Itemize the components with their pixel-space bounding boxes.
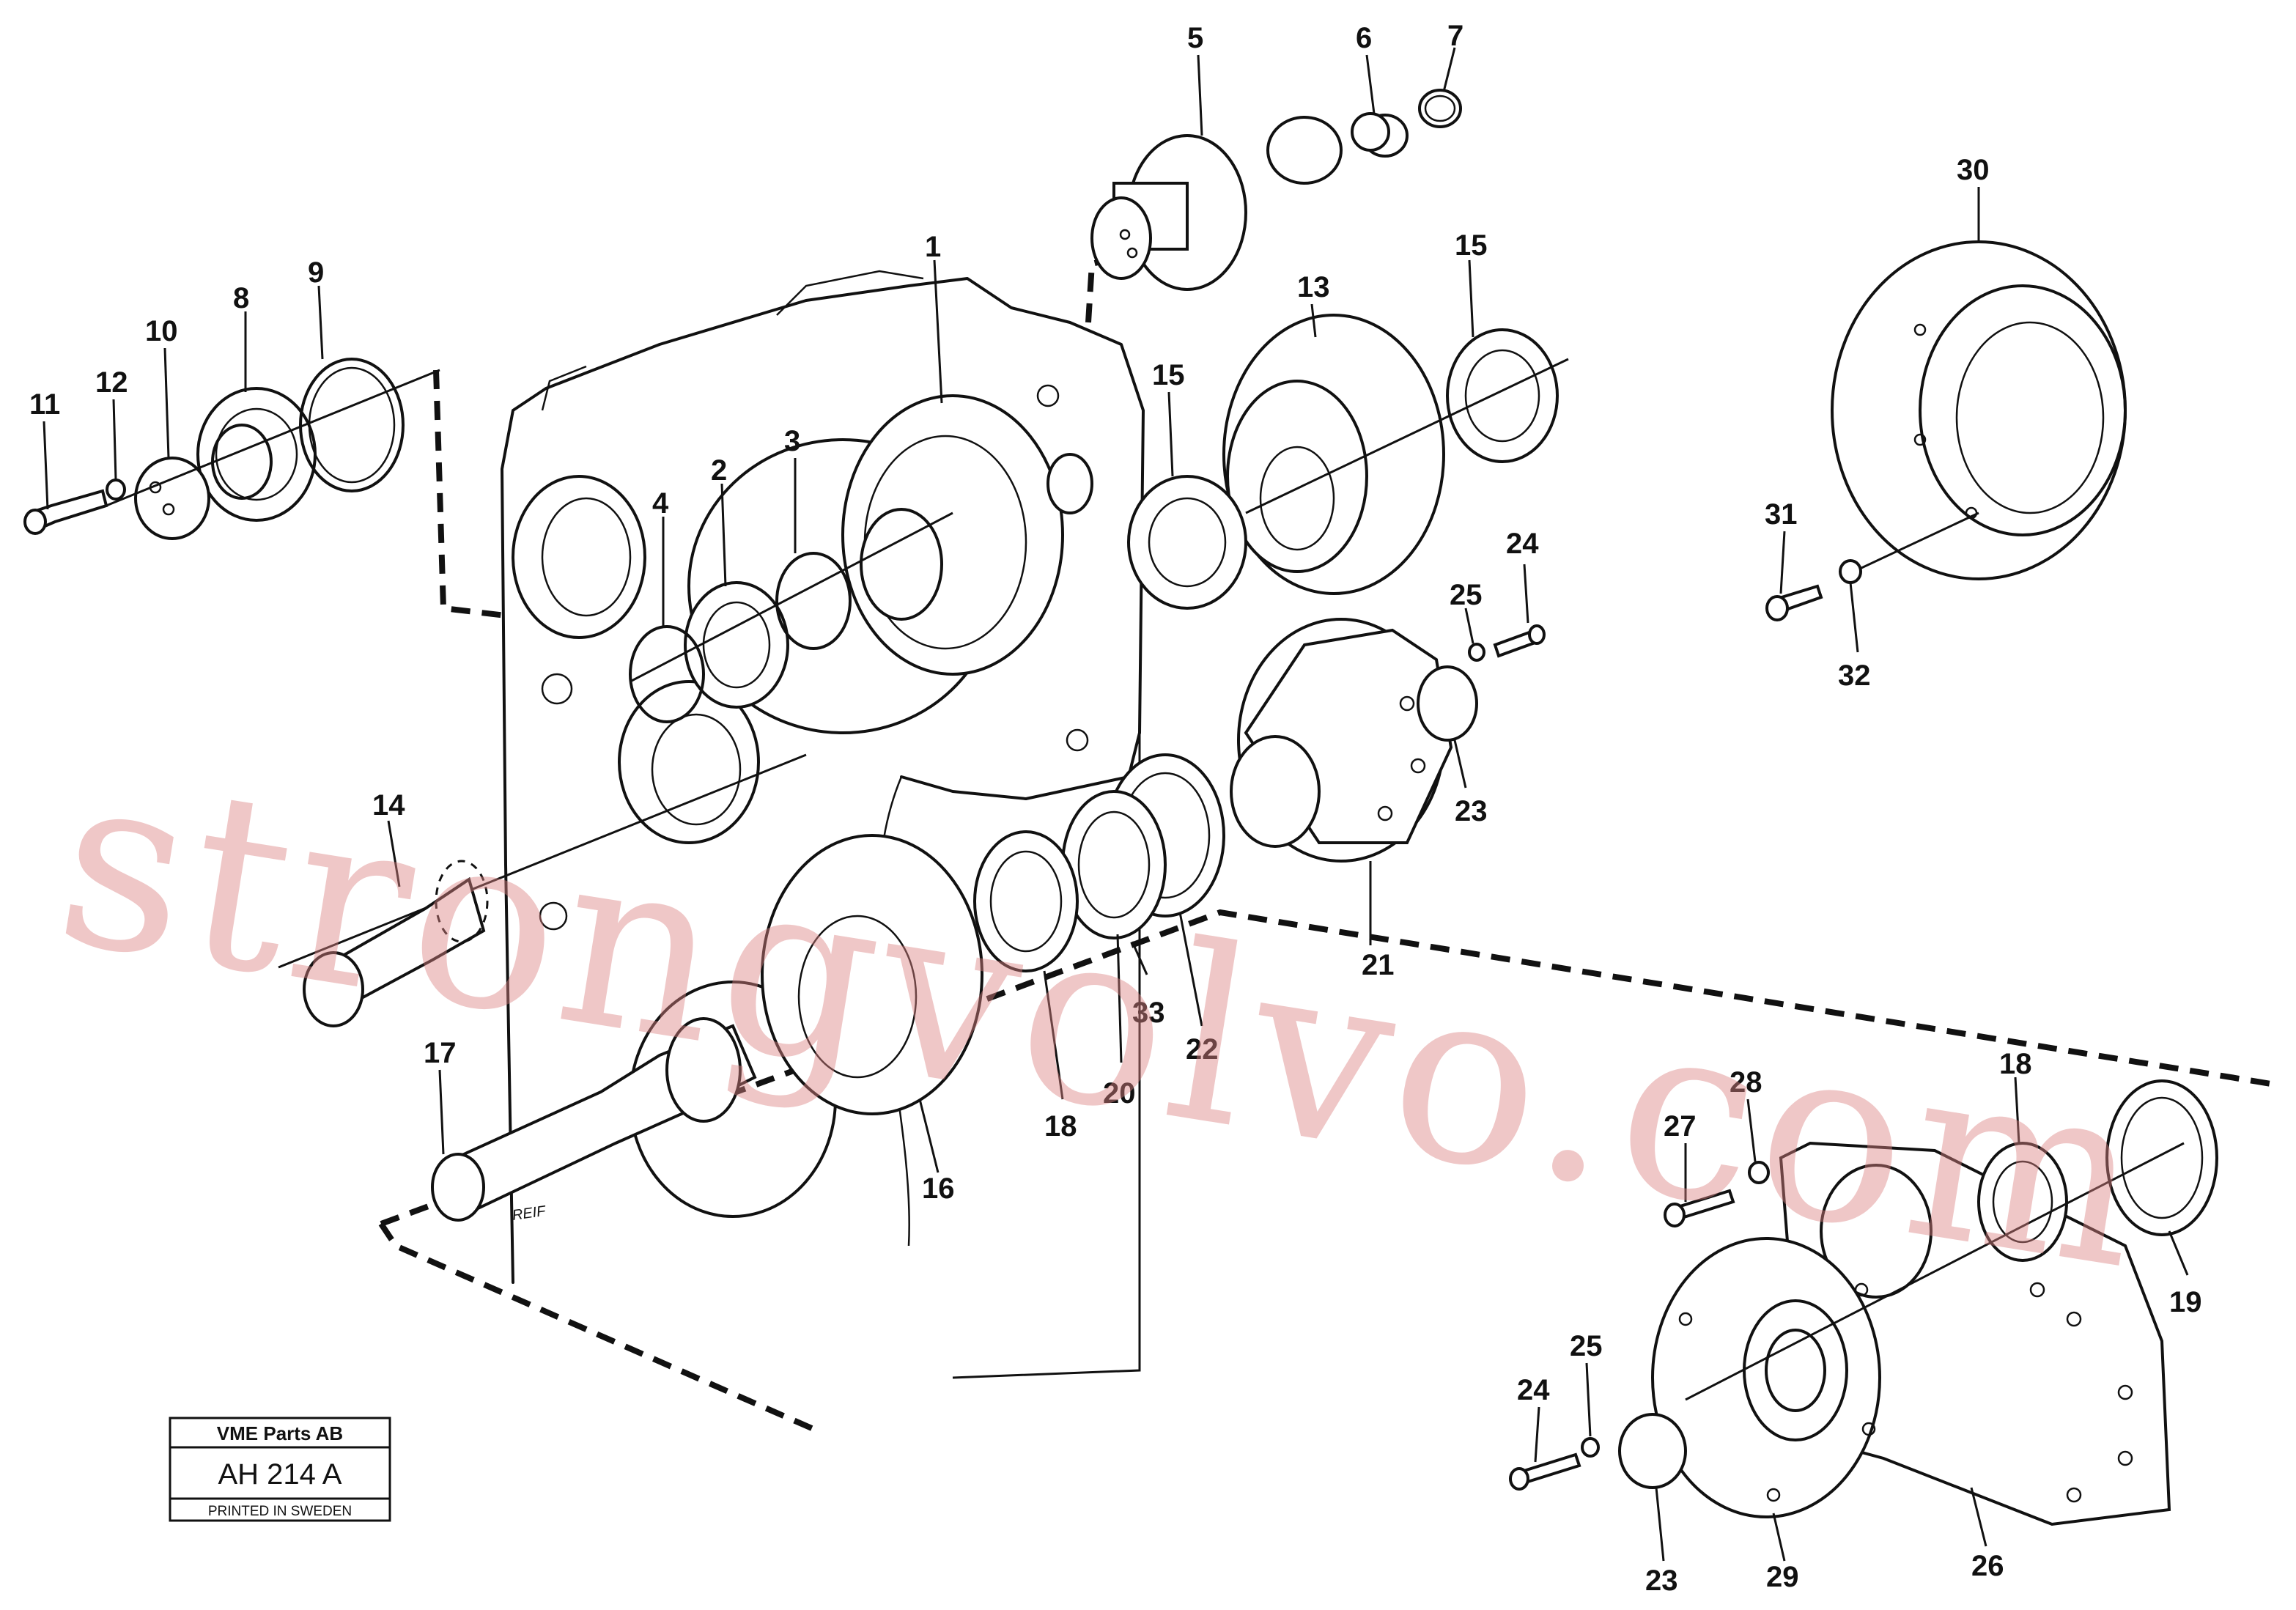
callout-11: 11 [29, 388, 60, 421]
shaft-engraving: REIF [512, 1203, 548, 1224]
stamp-company: VME Parts AB [217, 1422, 343, 1444]
part-18-bearing [973, 830, 1079, 972]
callout-25b: 25 [1570, 1330, 1603, 1362]
part-8-bearing [196, 387, 317, 522]
callout-1: 1 [925, 231, 941, 263]
part-6-cap [1351, 112, 1409, 158]
part-4-circlip [629, 625, 705, 723]
part-15-bearing-upper [1446, 328, 1559, 463]
callout-17: 17 [424, 1037, 457, 1069]
callout-7: 7 [1447, 20, 1463, 52]
mid-axis-line [630, 512, 953, 683]
part-25-washer-upper [1468, 643, 1485, 662]
callout-leaders [43, 47, 2189, 1562]
part-11-bolt [23, 489, 108, 535]
callout-29: 29 [1766, 1561, 1799, 1593]
stamp-printed: PRINTED IN SWEDEN [208, 1504, 352, 1519]
callout-14: 14 [372, 789, 405, 821]
part-1-gear [841, 394, 1093, 676]
callout-12: 12 [95, 366, 128, 399]
callout-2: 2 [711, 454, 727, 487]
part-16-gear [761, 834, 983, 1115]
callout-20: 20 [1103, 1077, 1136, 1109]
part-23-cover-lower [1618, 1413, 1687, 1489]
callout-5: 5 [1187, 22, 1203, 54]
part-13-gear [1222, 314, 1445, 595]
callout-19: 19 [2169, 1286, 2202, 1318]
callout-24a: 24 [1506, 528, 1539, 560]
part-23-cover-upper [1417, 665, 1478, 742]
part-18-bearing-lower [1977, 1142, 2068, 1262]
callout-21: 21 [1362, 949, 1395, 981]
part-17-output-shaft [431, 1017, 757, 1222]
part-31-bolt [1765, 584, 1823, 621]
callout-18b: 18 [1999, 1048, 2032, 1080]
callout-15b: 15 [1152, 359, 1185, 391]
part-25-washer-lower [1581, 1437, 1600, 1458]
part-30-bell-housing [1831, 240, 2127, 580]
part-15-bearing-lower [1127, 475, 1247, 610]
parts-stamp: VME Parts AB AH 214 A PRINTED IN SWEDEN [169, 1417, 391, 1522]
callout-10: 10 [145, 315, 178, 347]
left-axis-line [106, 369, 440, 507]
part-24-bolt-upper [1493, 624, 1546, 658]
callout-22: 22 [1186, 1033, 1219, 1066]
callout-28: 28 [1730, 1066, 1762, 1098]
callout-labels: 1 2 3 4 5 6 7 8 9 10 11 12 13 14 15 15 1… [29, 20, 2202, 1597]
part-30-bolt-line [1861, 512, 1979, 569]
part-12-washer [106, 479, 126, 501]
callout-32: 32 [1838, 660, 1871, 692]
part-19-seal [2105, 1079, 2218, 1236]
callout-4: 4 [652, 487, 669, 520]
lower-right-axis-line [1685, 1142, 2185, 1401]
part-14-shaft [303, 860, 489, 1027]
callout-31: 31 [1765, 498, 1798, 531]
part-29-output-flange [1651, 1237, 1881, 1518]
part-27-bolt [1664, 1189, 1735, 1227]
part-7-o-ring [1418, 89, 1462, 128]
callout-18a: 18 [1044, 1110, 1077, 1142]
callout-30: 30 [1957, 154, 1990, 186]
part-24-bolt-lower [1509, 1452, 1581, 1491]
callout-13: 13 [1297, 271, 1330, 303]
part-28-washer [1748, 1161, 1770, 1184]
callout-6: 6 [1356, 22, 1372, 54]
upper-axis-line [1245, 358, 1569, 514]
callout-16: 16 [922, 1173, 955, 1205]
callout-23a: 23 [1455, 795, 1488, 827]
stamp-code: AH 214 A [218, 1458, 342, 1491]
callout-26: 26 [1971, 1550, 2004, 1582]
callout-9: 9 [308, 256, 324, 289]
callout-25a: 25 [1450, 579, 1483, 611]
part-21-flange-hub [1230, 618, 1453, 863]
callout-24b: 24 [1517, 1374, 1550, 1406]
callout-27: 27 [1664, 1110, 1697, 1142]
part-10-cover-plate [134, 457, 210, 540]
callout-15a: 15 [1455, 229, 1488, 262]
callout-23b: 23 [1645, 1565, 1678, 1597]
part-9-circlip [299, 358, 405, 492]
callout-33: 33 [1132, 997, 1165, 1029]
callout-8: 8 [233, 282, 249, 314]
part-3-circlip [775, 552, 852, 650]
callout-3: 3 [784, 425, 800, 457]
part-32-washer [1839, 559, 1862, 584]
part-5-drive-pinion [1090, 116, 1343, 291]
